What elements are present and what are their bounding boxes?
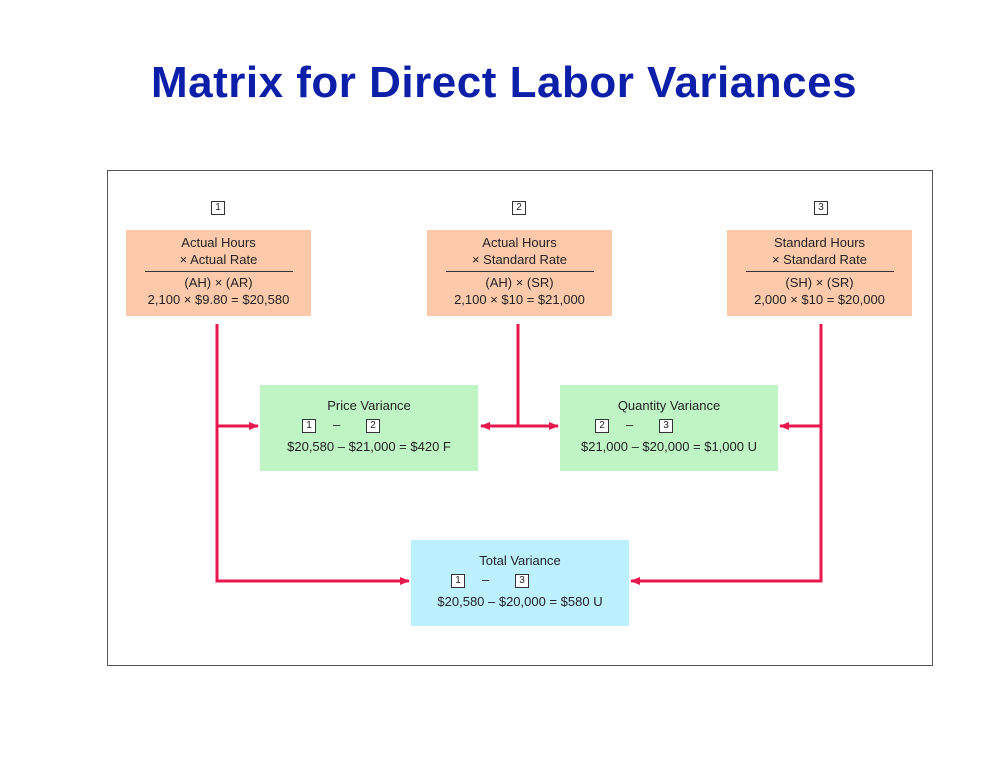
box-line2: × Standard Rate [471,252,568,267]
page-title: Matrix for Direct Labor Variances [150,58,858,107]
box-calc: 2,100 × $9.80 = $20,580 [147,292,290,307]
formula-minus: – [626,417,634,432]
total-variance-box: Total Variance 1 – 3 $20,580 – $20,000 =… [411,540,629,626]
price-variance-calc: $20,580 – $21,000 = $420 F [287,439,451,454]
box-formula: (AH) × (SR) [485,275,554,290]
box-calc: 2,000 × $10 = $20,000 [754,292,885,307]
price-variance-label: Price Variance [327,398,411,413]
divider [745,271,894,272]
standard-hours-standard-rate-box: Standard Hours × Standard Rate (SH) × (S… [727,230,912,316]
total-variance-calc: $20,580 – $20,000 = $580 U [437,594,603,609]
box-calc: 2,100 × $10 = $21,000 [454,292,585,307]
quantity-variance-formula: 2 – 3 [560,417,778,435]
box-line1: Actual Hours [482,235,557,250]
quantity-variance-label: Quantity Variance [617,398,721,413]
formula-number: 1 [302,419,316,433]
formula-number: 3 [659,419,673,433]
actual-hours-actual-rate-box: Actual Hours × Actual Rate (AH) × (AR) 2… [126,230,311,316]
price-variance-formula: 1 – 2 [260,417,478,435]
divider [144,271,293,272]
total-variance-label: Total Variance [479,553,561,568]
formula-number: 1 [451,574,465,588]
column-number-2: 2 [512,201,526,215]
box-formula: (SH) × (SR) [785,275,854,290]
price-variance-box: Price Variance 1 – 2 $20,580 – $21,000 =… [260,385,478,471]
quantity-variance-box: Quantity Variance 2 – 3 $21,000 – $20,00… [560,385,778,471]
formula-minus: – [333,417,341,432]
total-variance-formula: 1 – 3 [411,572,629,590]
box-line2: × Actual Rate [179,252,258,267]
column-number-3: 3 [814,201,828,215]
formula-minus: – [482,572,490,587]
actual-hours-standard-rate-box: Actual Hours × Standard Rate (AH) × (SR)… [427,230,612,316]
box-line1: Standard Hours [773,235,866,250]
box-line1: Actual Hours [181,235,256,250]
quantity-variance-calc: $21,000 – $20,000 = $1,000 U [580,439,757,454]
column-number-1: 1 [211,201,225,215]
divider [445,271,594,272]
formula-number: 2 [595,419,609,433]
formula-number: 3 [515,574,529,588]
box-line2: × Standard Rate [771,252,868,267]
box-formula: (AH) × (AR) [184,275,253,290]
formula-number: 2 [366,419,380,433]
